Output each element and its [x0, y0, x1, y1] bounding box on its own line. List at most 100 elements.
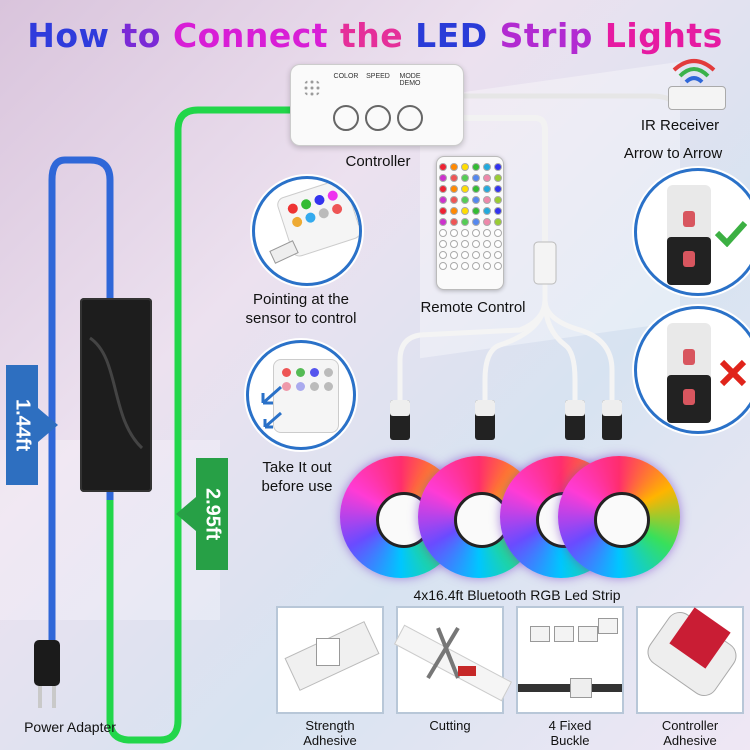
arrow-left-icon — [38, 408, 58, 442]
checkmark-icon — [715, 221, 747, 247]
remote-button — [449, 262, 458, 270]
mode-button[interactable] — [397, 105, 423, 131]
remote-button — [471, 218, 480, 226]
title-word: to — [121, 16, 173, 55]
title-word: Lights — [604, 16, 723, 55]
arrow-to-arrow-label: Arrow to Arrow — [623, 145, 723, 162]
remote-button — [438, 196, 447, 204]
remote-button — [482, 207, 491, 215]
length-badge-controller: 2.95ft — [196, 458, 228, 570]
title-word: the — [340, 16, 416, 55]
remote-button — [471, 196, 480, 204]
remove-tab-circle — [246, 340, 356, 450]
title-word: LED — [415, 16, 500, 55]
remote-control — [436, 156, 504, 290]
remote-button — [482, 251, 491, 259]
title-word: Connect — [172, 16, 341, 55]
controller-device: COLOR SPEED MODE DEMO — [290, 64, 464, 146]
led-reels — [340, 456, 680, 596]
scissors-icon — [426, 626, 476, 680]
controller-label: Controller — [345, 153, 411, 170]
title-word: How — [27, 16, 122, 55]
remote-button — [460, 262, 469, 270]
pull-arrow-icon — [261, 385, 282, 429]
buckle-icon — [554, 626, 574, 642]
speed-button-label: SPEED — [366, 73, 390, 80]
remote-button — [438, 240, 447, 248]
remote-button — [460, 163, 469, 171]
remote-button — [449, 251, 458, 259]
remote-button — [493, 229, 502, 237]
remote-button — [482, 163, 491, 171]
mic-icon — [303, 79, 321, 97]
remote-button — [460, 174, 469, 182]
remote-button — [471, 262, 480, 270]
remote-button — [438, 174, 447, 182]
remote-button — [449, 240, 458, 248]
page-title: How to Connect the LED Strip Lights — [0, 16, 750, 55]
remote-button — [438, 251, 447, 259]
remote-button — [471, 240, 480, 248]
remote-button — [460, 218, 469, 226]
accessory-cutting: Cutting — [393, 606, 513, 733]
color-button[interactable] — [333, 105, 359, 131]
remote-button — [482, 196, 491, 204]
remote-button — [438, 185, 447, 193]
remote-button — [493, 218, 502, 226]
remote-button — [460, 240, 469, 248]
remote-button — [493, 163, 502, 171]
buckle-icon — [530, 626, 550, 642]
remote-button — [438, 262, 447, 270]
arrow-marker-icon — [683, 251, 695, 267]
take-out-label: Take It out before use — [261, 459, 333, 495]
remote-button — [482, 174, 491, 182]
remote-button — [471, 207, 480, 215]
remote-button — [482, 262, 491, 270]
arrow-marker-icon — [683, 211, 695, 227]
ir-receiver-label: IR Receiver — [640, 117, 720, 134]
remote-button — [471, 185, 480, 193]
remote-button — [482, 218, 491, 226]
power-adapter-label: Power Adapter — [24, 719, 116, 735]
correct-connection-circle — [634, 168, 750, 296]
arrow-marker-icon — [683, 349, 695, 365]
remote-button — [493, 240, 502, 248]
remote-button — [482, 229, 491, 237]
arrow-marker-icon — [683, 389, 695, 405]
remote-button — [449, 229, 458, 237]
sensor-label: Pointing at the sensor to control — [245, 291, 357, 327]
arrow-right-icon — [176, 497, 196, 531]
remote-button — [449, 207, 458, 215]
mode-button-label: MODE DEMO — [399, 73, 421, 87]
remote-button — [438, 163, 447, 171]
remote-button — [460, 251, 469, 259]
remote-button — [438, 229, 447, 237]
color-button-label: COLOR — [333, 73, 359, 80]
power-adapter-brick — [80, 298, 152, 492]
remote-button — [460, 207, 469, 215]
remote-button — [482, 240, 491, 248]
length-badge-adapter: 1.44ft — [6, 365, 38, 485]
remote-button — [471, 174, 480, 182]
remote-button — [460, 185, 469, 193]
remote-button — [493, 185, 502, 193]
remote-button — [460, 229, 469, 237]
sensor-pointing-circle — [252, 176, 362, 286]
remote-button — [493, 196, 502, 204]
title-word: Strip — [499, 16, 605, 55]
wrong-connection-circle — [634, 306, 750, 434]
remote-button — [438, 218, 447, 226]
remote-button — [471, 163, 480, 171]
remote-button — [471, 251, 480, 259]
remote-button — [449, 174, 458, 182]
speed-button[interactable] — [365, 105, 391, 131]
remote-label: Remote Control — [420, 299, 526, 316]
power-plug-icon — [34, 640, 60, 708]
buckle-icon — [598, 618, 618, 634]
